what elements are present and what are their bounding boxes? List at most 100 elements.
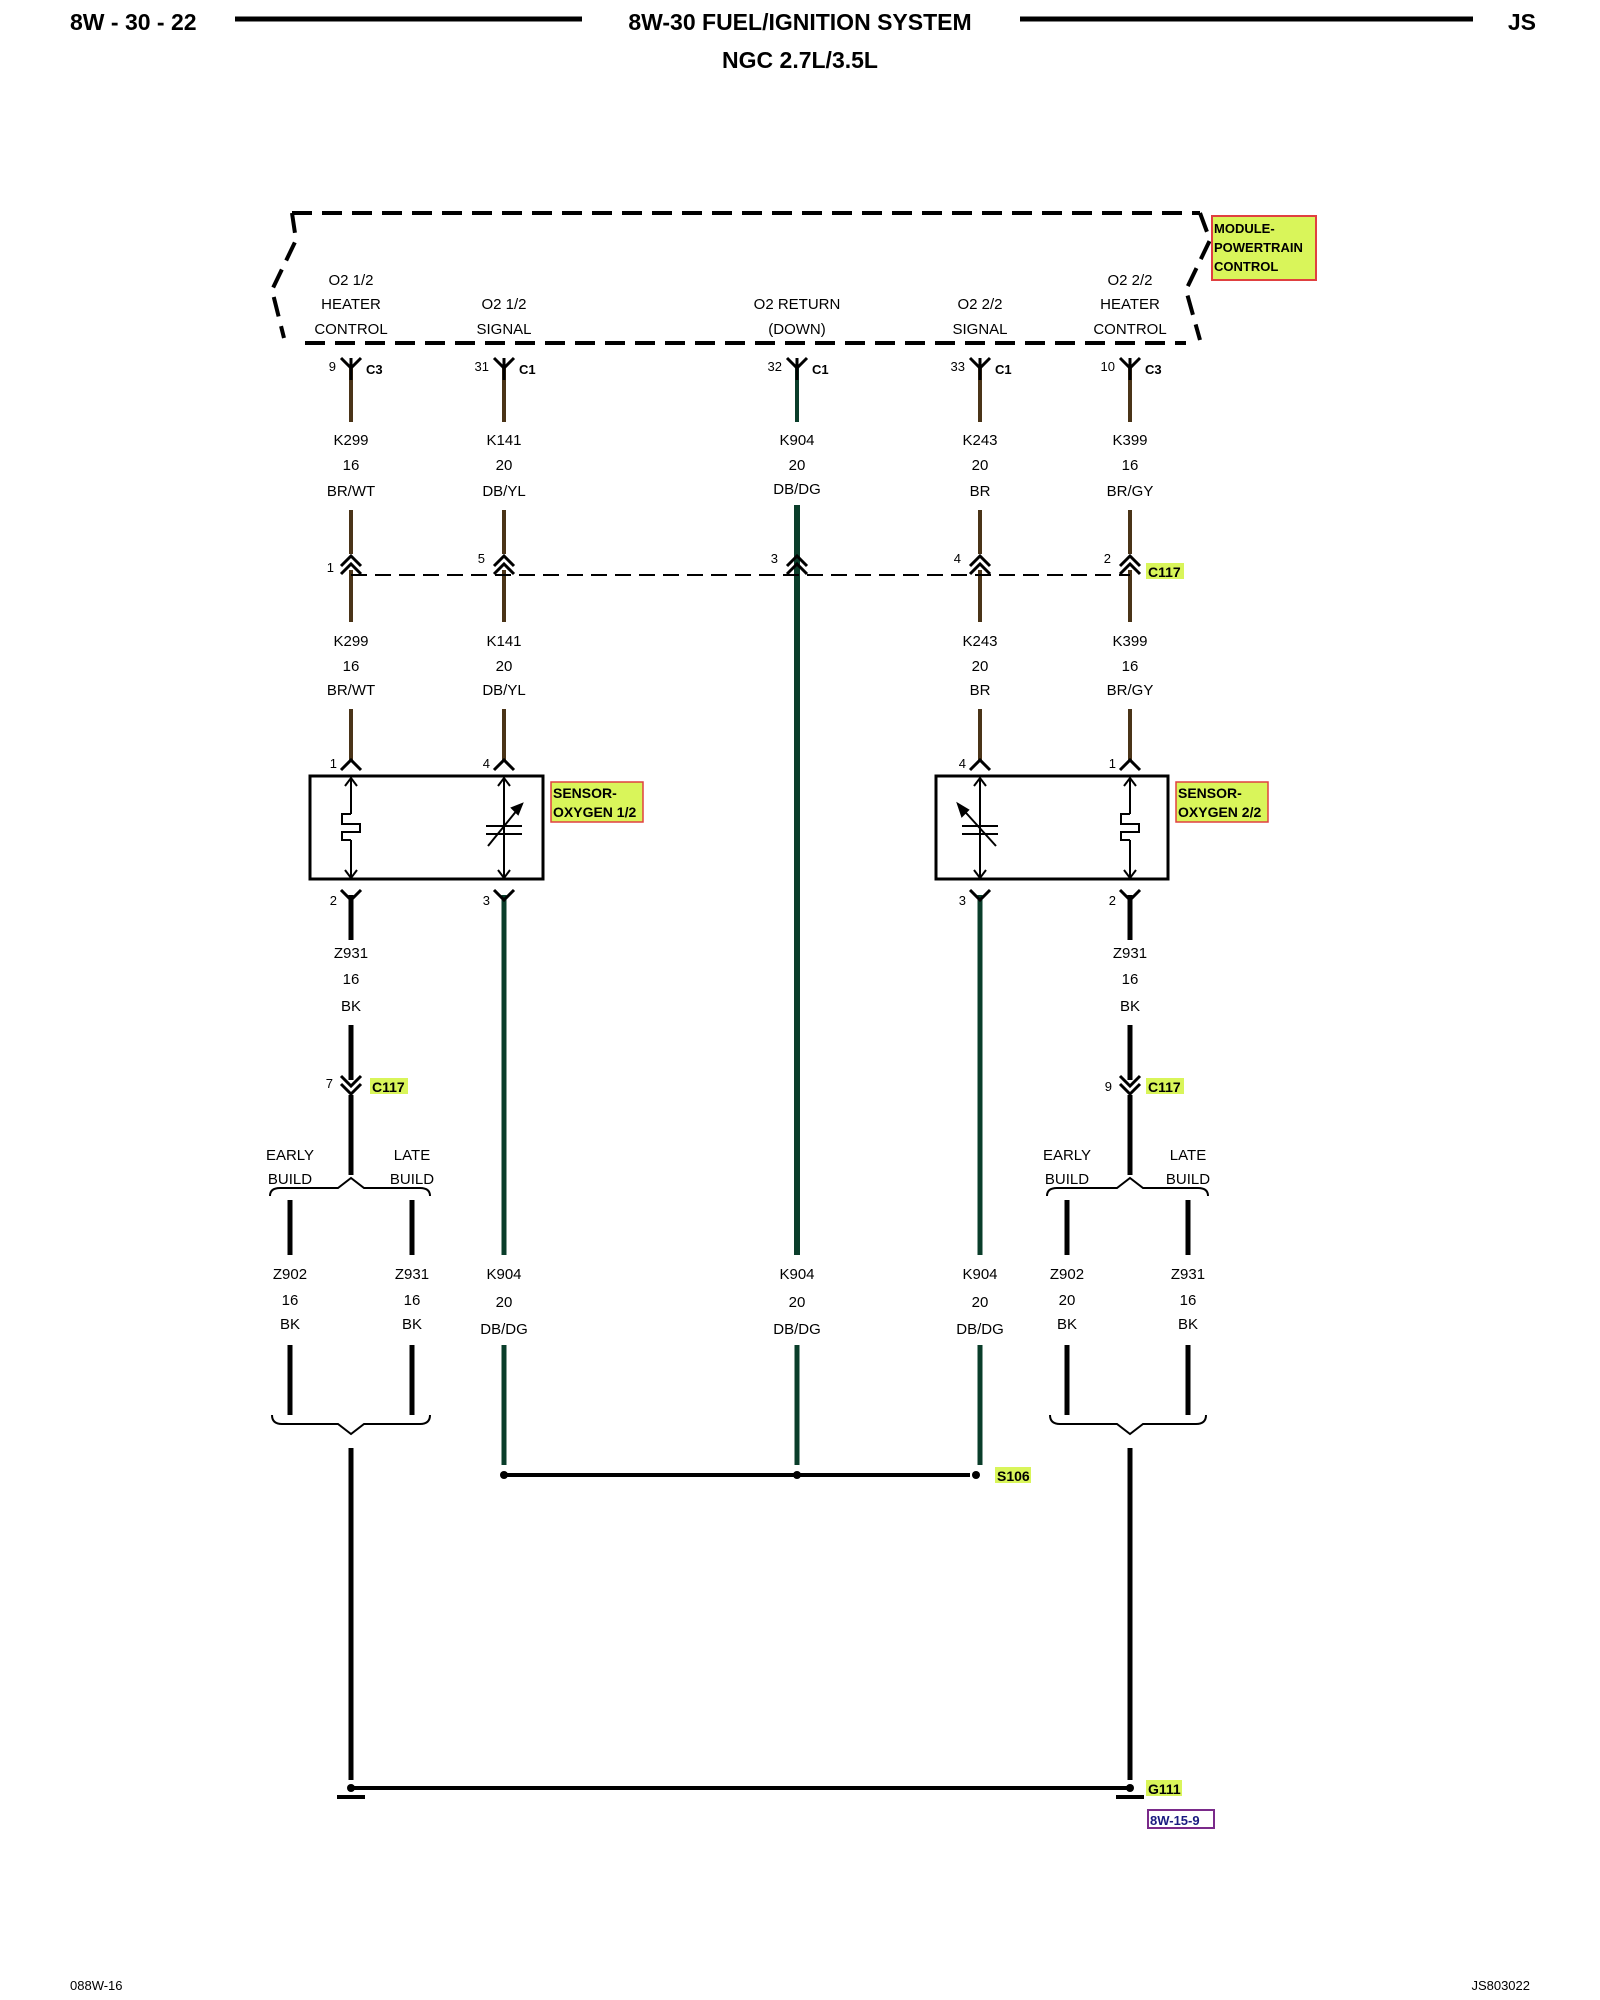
wire-color: BK bbox=[402, 1316, 422, 1333]
pin-number: 1 bbox=[1109, 756, 1116, 771]
wire-circuit: K399 bbox=[1112, 633, 1147, 650]
ground-wire-labels: Z931 16 BK Z931 16 BK bbox=[334, 945, 1147, 1015]
wire-color: DB/DG bbox=[480, 1321, 528, 1338]
build-label: LATE bbox=[394, 1147, 430, 1164]
wire-gauge: 20 bbox=[496, 1294, 513, 1311]
pin-number: 32 bbox=[768, 359, 782, 374]
wire-color: DB/YL bbox=[482, 483, 525, 500]
wire-color: BK bbox=[1178, 1316, 1198, 1333]
build-label: EARLY bbox=[1043, 1147, 1091, 1164]
ground-reference-text[interactable]: 8W-15-9 bbox=[1150, 1813, 1200, 1828]
c117-lower-terminals bbox=[339, 1074, 1142, 1097]
oxygen-sensing-element-icon bbox=[486, 776, 524, 880]
pin-number: 3 bbox=[483, 893, 490, 908]
wire-color: BK bbox=[1120, 998, 1140, 1015]
wire-circuit: Z931 bbox=[1113, 945, 1147, 962]
pcm-name-line: POWERTRAIN bbox=[1214, 240, 1303, 255]
connector-id: C1 bbox=[812, 362, 829, 377]
pcm-name-tag: MODULE- POWERTRAIN CONTROL bbox=[1211, 215, 1317, 281]
wire-gauge: 20 bbox=[789, 1294, 806, 1311]
wire-color: DB/DG bbox=[773, 1321, 821, 1338]
wire-gauge: 20 bbox=[1059, 1292, 1076, 1309]
ground-reference-link[interactable]: 8W-15-9 bbox=[1147, 1809, 1215, 1829]
wire-color: BK bbox=[1057, 1316, 1077, 1333]
splice-dot bbox=[972, 1471, 980, 1479]
pin-number: 4 bbox=[959, 756, 966, 771]
oxygen-sensing-element-icon bbox=[956, 776, 998, 880]
wires bbox=[287, 366, 1191, 1799]
build-labels: EARLY BUILD LATE BUILD EARLY BUILD LATE … bbox=[266, 1147, 1210, 1188]
pcm-module-outline bbox=[269, 211, 1213, 345]
build-label: EARLY bbox=[266, 1147, 314, 1164]
pin-function-label: O2 1/2 bbox=[328, 272, 373, 289]
wire-gauge: 20 bbox=[972, 658, 989, 675]
pin-function-label: SIGNAL bbox=[952, 321, 1007, 338]
wire-circuit: Z902 bbox=[1050, 1266, 1084, 1283]
wire-gauge: 16 bbox=[1122, 658, 1139, 675]
wire-color: DB/YL bbox=[482, 682, 525, 699]
pin-number: 1 bbox=[327, 560, 334, 575]
pin-number: 4 bbox=[483, 756, 490, 771]
splice-dot bbox=[500, 1471, 508, 1479]
wire-color: BR/WT bbox=[327, 682, 375, 699]
ground-id: G111 bbox=[1148, 1781, 1181, 1797]
wire-circuit: K141 bbox=[486, 432, 521, 449]
pin-number: 1 bbox=[330, 756, 337, 771]
upper-wire-labels: K299 16 BR/WT K141 20 DB/YL K904 20 DB/D… bbox=[327, 432, 1154, 500]
wire-gauge: 16 bbox=[1180, 1292, 1197, 1309]
oxygen-sensor-2-2: 4 1 3 2 SENSOR- bbox=[934, 756, 1269, 908]
c117-tag: C117 C117 bbox=[370, 1078, 1184, 1095]
wire-circuit: K904 bbox=[779, 432, 814, 449]
sensor-name-line: SENSOR- bbox=[1178, 785, 1242, 801]
pcm-terminals bbox=[339, 356, 1142, 380]
c117-pin-numbers: 1 5 3 4 2 bbox=[327, 551, 1111, 575]
wire-circuit: K243 bbox=[962, 432, 997, 449]
connector-id: C3 bbox=[366, 362, 383, 377]
build-braces bbox=[269, 1176, 1209, 1436]
pin-number: 4 bbox=[954, 551, 961, 566]
sensor-name-line: SENSOR- bbox=[553, 785, 617, 801]
wire-color: DB/DG bbox=[956, 1321, 1004, 1338]
wire-gauge: 16 bbox=[1122, 971, 1139, 988]
pin-function-label: (DOWN) bbox=[768, 321, 825, 338]
page-id: 8W - 30 - 22 bbox=[70, 9, 197, 35]
pin-function-label: CONTROL bbox=[314, 321, 387, 338]
wire-circuit: K299 bbox=[333, 432, 368, 449]
connector-id: C1 bbox=[995, 362, 1012, 377]
pin-number: 5 bbox=[478, 551, 485, 566]
pin-number: 9 bbox=[1105, 1079, 1112, 1094]
ground-dot bbox=[1126, 1784, 1134, 1792]
wire-circuit: K904 bbox=[962, 1266, 997, 1283]
pin-function-label: CONTROL bbox=[1093, 321, 1166, 338]
sensor-name-line: OXYGEN 2/2 bbox=[1178, 804, 1261, 820]
splice-id: S106 bbox=[997, 1468, 1030, 1484]
sensor-body bbox=[934, 774, 1170, 881]
wire-gauge: 16 bbox=[404, 1292, 421, 1309]
connector-id: C1 bbox=[519, 362, 536, 377]
wire-color: BR/GY bbox=[1107, 483, 1154, 500]
pin-number: 7 bbox=[326, 1076, 333, 1091]
connector-id: C117 bbox=[1148, 564, 1181, 580]
wire-color: DB/DG bbox=[773, 481, 821, 498]
model-code: JS bbox=[1508, 9, 1536, 35]
wiring-diagram: 8W - 30 - 22 8W-30 FUEL/IGNITION SYSTEM … bbox=[70, 9, 1536, 1993]
wire-circuit: Z931 bbox=[1171, 1266, 1205, 1283]
pcm-name-line: MODULE- bbox=[1214, 221, 1275, 236]
wire-gauge: 20 bbox=[972, 457, 989, 474]
splice-dot bbox=[793, 1471, 801, 1479]
wire-color: BK bbox=[341, 998, 361, 1015]
pin-number: 2 bbox=[1109, 893, 1116, 908]
wire-gauge: 20 bbox=[789, 457, 806, 474]
heater-element-icon bbox=[1120, 776, 1140, 880]
pin-number: 3 bbox=[771, 551, 778, 566]
wire-color: BR/WT bbox=[327, 483, 375, 500]
wire-gauge: 20 bbox=[496, 457, 513, 474]
pin-function-label: O2 1/2 bbox=[481, 296, 526, 313]
oxygen-sensor-1-2: 1 4 2 3 bbox=[308, 756, 644, 908]
pin-number: 33 bbox=[951, 359, 965, 374]
wire-circuit: K141 bbox=[486, 633, 521, 650]
pcm-name-line: CONTROL bbox=[1214, 259, 1278, 274]
pcm-pin-labels: O2 1/2 HEATER CONTROL O2 1/2 SIGNAL O2 R… bbox=[314, 272, 1166, 338]
wire-circuit: K399 bbox=[1112, 432, 1147, 449]
pin-function-label: O2 2/2 bbox=[1107, 272, 1152, 289]
